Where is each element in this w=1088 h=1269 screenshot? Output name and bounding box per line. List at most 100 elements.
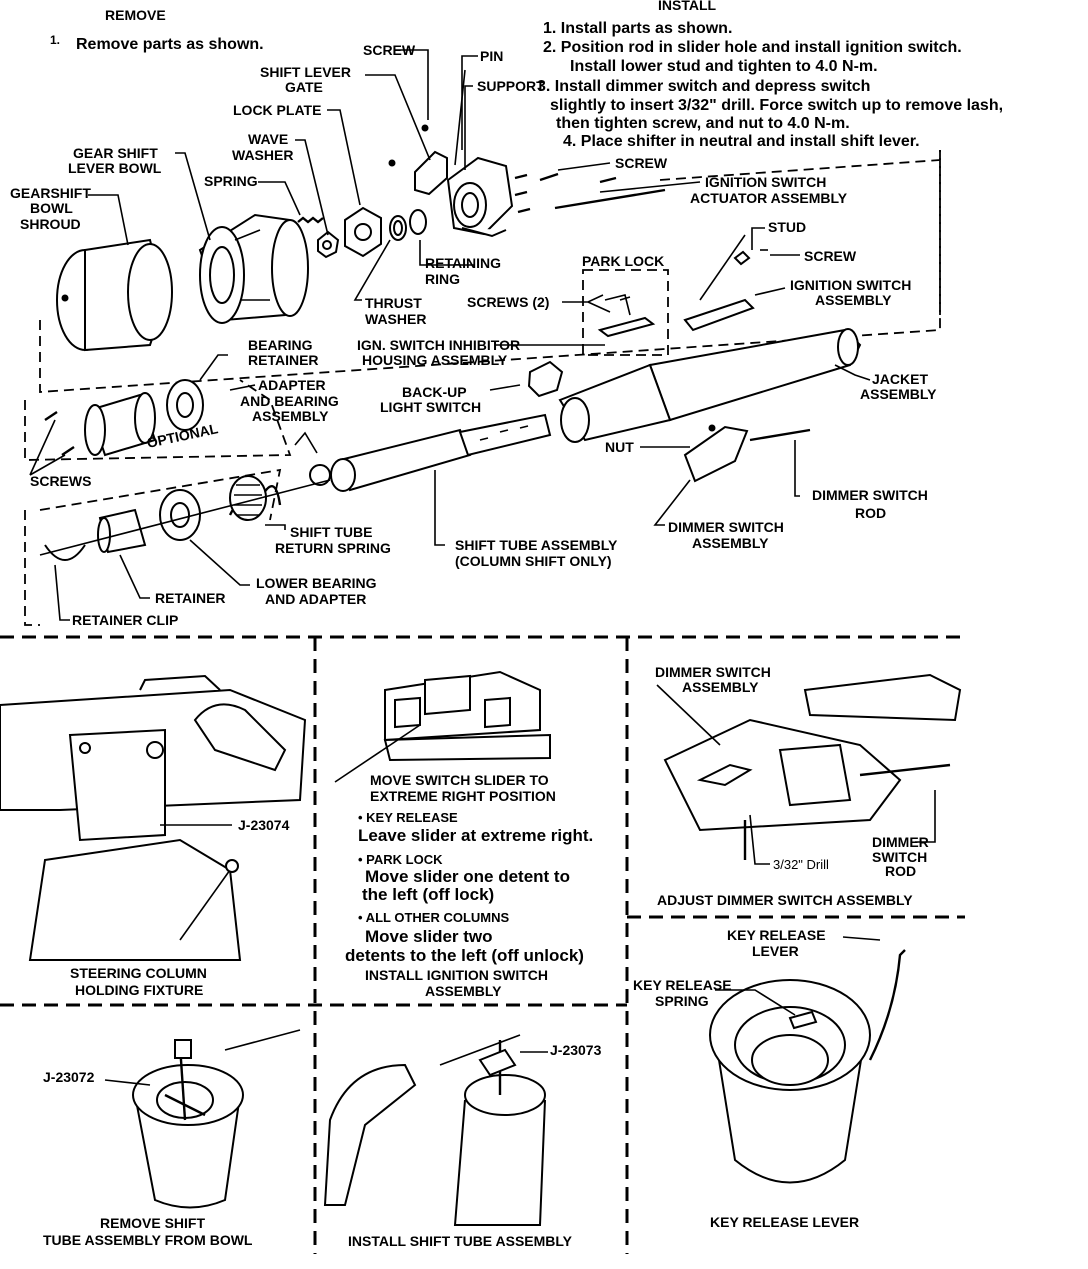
label-adapter-2: AND BEARING [240,393,339,409]
label-inhibitor-2: HOUSING ASSEMBLY [362,352,508,368]
park-lock-part [597,316,656,338]
install-line-4: 3. Install dimmer switch and depress swi… [537,78,870,95]
label-dimmer-rod-1: DIMMER SWITCH [812,487,928,503]
jacket-assembly-part [558,328,862,443]
label-shift-tube-1: SHIFT TUBE ASSEMBLY [455,537,618,553]
label-wave-washer-1: WAVE [248,131,288,147]
key-lever-leader [842,936,881,941]
label-shroud-2: BOWL [30,200,73,216]
bearing-retainer-leader [199,354,228,381]
tube-caption: INSTALL SHIFT TUBE ASSEMBLY [348,1233,573,1249]
park-lock-box [582,269,669,356]
gearshift-bowl-shroud [56,238,173,352]
label-ign-switch-1: IGNITION SWITCH [790,277,911,293]
adapter-bearing-part [166,379,204,431]
park-lock-heading: • PARK LOCK [358,852,443,867]
label-spring: SPRING [204,173,258,189]
shift-tube-return-spring-part [228,475,282,521]
pin-part [454,69,466,166]
label-bearing-retainer-1: BEARING [248,337,313,353]
dimmer-asm-leader-2 [656,684,721,746]
fixture-tool-number: J-23074 [238,817,290,833]
label-retaining-ring-1: RETAINING [425,255,501,271]
label-lower-bearing-1: LOWER BEARING [256,575,377,591]
hand-drawing-2 [323,1063,417,1206]
key-lever-label-2: LEVER [752,943,799,959]
label-shift-lever-gate-1: SHIFT LEVER [260,64,351,80]
label-thrust-washer-2: WASHER [365,311,426,327]
label-adapter-3: ASSEMBLY [252,408,329,424]
gate-leader [365,74,431,161]
label-backup-2: LIGHT SWITCH [380,399,481,415]
bowl-tool-leader [104,1079,151,1086]
panel-key-release: KEY RELEASE LEVER KEY RELEASE SPRING KEY… [633,927,906,1230]
label-backup-1: BACK-UP [402,384,467,400]
shroud-leader [88,194,129,246]
bowl-caption-1: REMOVE SHIFT [100,1215,205,1231]
park-lock-text-2: the left (off lock) [362,885,494,904]
drill-leader [749,814,770,865]
all-other-text-2: detents to the left (off unlock) [345,946,584,965]
bearing-screws-part [44,411,75,456]
dimmer-caption: ADJUST DIMMER SWITCH ASSEMBLY [657,892,913,908]
retaining-ring-part [409,209,427,235]
park-lock-screws [604,294,631,316]
spring-leader [258,181,301,216]
screws-2-leader [562,294,611,313]
label-support: SUPPORT [477,78,545,94]
slider-note-2: EXTREME RIGHT POSITION [370,788,556,804]
ignition-switch-actuator-part [554,188,666,210]
fixture-plate [68,728,166,842]
support-housing [446,156,514,238]
backup-light-switch-part [527,360,564,398]
ign-switch-leader [754,287,786,296]
retainer-part [97,508,147,554]
label-screw-stud: SCREW [804,248,857,264]
panel-holding-fixture: J-23074 STEERING COLUMN HOLDING FIXTURE [0,674,307,998]
dimmer-rod-part [749,428,811,442]
wave-washer-leader [295,139,329,236]
actuator-leader [599,181,701,193]
label-bearing-retainer-2: RETAINER [248,352,319,368]
label-shift-tube-2: (COLUMN SHIFT ONLY) [455,553,612,569]
hand-drawing [193,703,287,772]
label-ign-actuator-1: IGNITION SWITCH [705,174,826,190]
install-line-2: 2. Position rod in slider hole and insta… [543,39,962,56]
key-spring-label-1: KEY RELEASE [633,977,732,993]
install-line-7: 4. Place shifter in neutral and install … [563,133,920,150]
screw-right-leader [557,162,611,171]
label-adapter-1: ADAPTER [258,377,326,393]
label-lock-plate: LOCK PLATE [233,102,321,118]
label-bowl-2: LEVER BOWL [68,160,162,176]
panel-dividers [0,635,965,1254]
fixture-caption-2: HOLDING FIXTURE [75,982,203,998]
dimmer-label-1: DIMMER SWITCH [655,664,771,680]
install-line-6: then tighten screw, and nut to 4.0 N-m. [556,115,850,132]
key-release-text: Leave slider at extreme right. [358,826,593,845]
ignition-switch-assembly-part [683,234,768,332]
ign-caption-2: ASSEMBLY [425,983,502,999]
remove-step-text: Remove parts as shown. [76,36,264,53]
retaining-ring-leader [419,240,475,266]
label-screws-2: SCREWS (2) [467,294,549,310]
shift-tube-assembly-part [294,413,552,492]
optional-box [24,379,292,461]
return-spring-leader [265,524,286,530]
label-jacket-1: JACKET [872,371,928,387]
dimmer-switch-part [683,425,749,483]
label-pin: PIN [480,48,503,64]
label-jacket-2: ASSEMBLY [860,386,937,402]
pin-leader [461,55,478,150]
label-ign-switch-2: ASSEMBLY [815,292,892,308]
label-dimmer-asm-1: DIMMER SWITCH [668,519,784,535]
label-return-spring-2: RETURN SPRING [275,540,391,556]
lower-bearing-leader [189,539,250,586]
exploded-view [24,49,941,626]
stud-leader [751,227,765,250]
wave-washer-part [317,230,340,259]
small-screw-part [388,159,396,167]
bowl-leader [175,152,211,241]
label-dimmer-asm-2: ASSEMBLY [692,535,769,551]
label-lower-bearing-2: AND ADAPTER [265,591,366,607]
